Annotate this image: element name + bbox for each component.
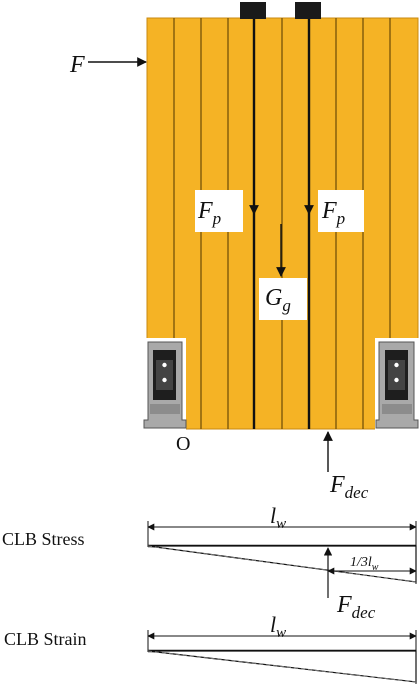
bolt-icon [162, 362, 167, 368]
force-arrows [88, 57, 333, 472]
decompression-force-label: Fdec [329, 472, 369, 502]
strain-length-label: lw [270, 612, 286, 641]
lateral-force-label: F [69, 52, 85, 78]
stress-diagram: CLB Stress lw 1/3lw Fdec [2, 503, 417, 622]
bolt-icon [394, 362, 399, 368]
pivot-point-label: O [176, 433, 190, 455]
label-bg-gravity [259, 278, 307, 320]
stress-third-label: 1/3lw [350, 555, 379, 573]
strain-diagram: CLB Strain lw [4, 612, 417, 684]
prestress-bars [252, 18, 311, 429]
hold-down-bracket-right [375, 341, 419, 429]
anchor-plate-left [240, 2, 266, 19]
clb-wall-panel [146, 2, 419, 430]
stress-length-label: lw [270, 503, 286, 532]
stress-row-label: CLB Stress [2, 529, 85, 549]
label-bg-fp-right [318, 190, 364, 232]
anchor-plate-right [295, 2, 321, 19]
prestress-force-label-right: Fp [321, 198, 345, 228]
prestress-force-label-left: Fp [197, 198, 221, 228]
bolt-icon [394, 377, 399, 383]
stress-dashed-line [147, 545, 417, 583]
hold-down-bracket-left [143, 341, 187, 429]
strain-dashed-line [147, 650, 417, 683]
stress-force-label: Fdec [336, 592, 376, 622]
bolt-icon [162, 377, 167, 383]
strain-row-label: CLB Strain [4, 629, 87, 649]
gravity-label: Gg [265, 285, 291, 315]
label-bg-fp-left [195, 190, 243, 232]
